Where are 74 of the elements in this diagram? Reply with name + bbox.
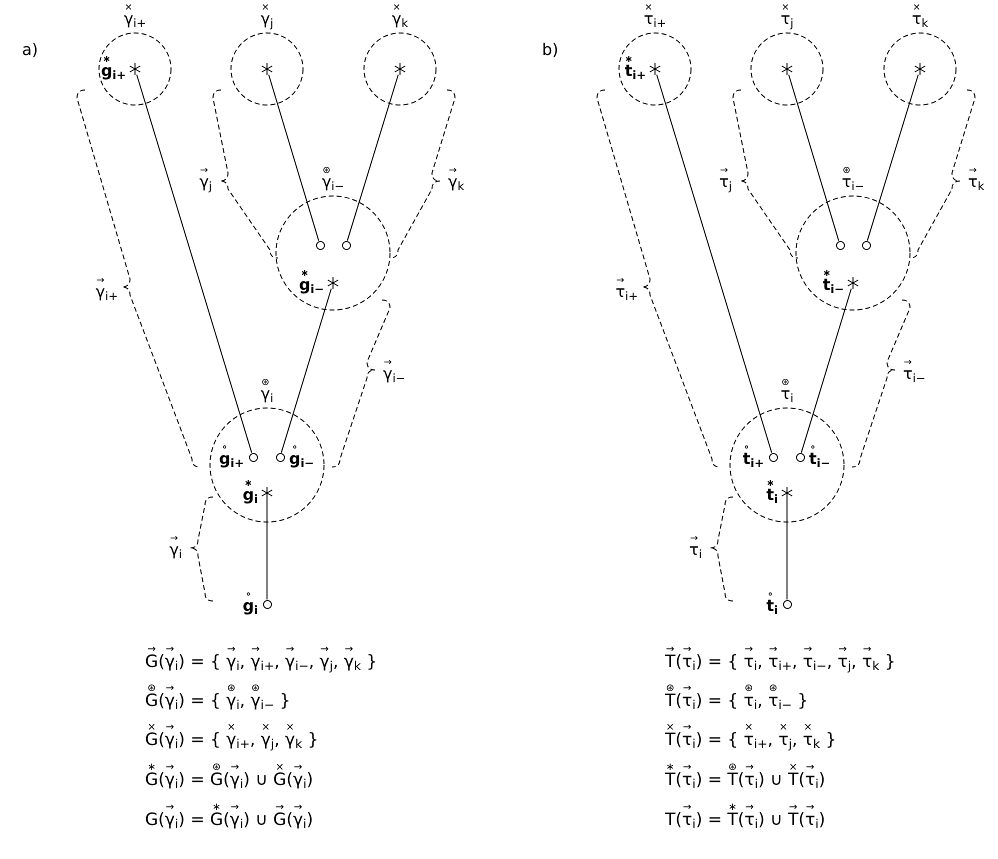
point-label: ∗t$_{i−}$ [822,270,844,296]
connector-line [800,288,852,454]
circle-heading: ×γ$_{i+}$ [124,4,146,30]
point-label: ∘g$_{i−}$ [289,444,314,470]
formula: G(→γ$_{i}$) = ∗G(→γ$_{i}$) ∪ →G(→γ$_{i}$) [145,805,314,831]
circle-heading: ×τ$_{k}$ [912,4,928,30]
formula: T(→τ$_{i}$) = ∗T(→τ$_{i}$) ∪ →T(→τ$_{i}$) [665,805,826,831]
brace-label: →γ$_{i−}$ [383,359,406,385]
point-label: ∗g$_{i−}$ [298,270,324,296]
point-circle [316,240,324,250]
circle-heading: ×γ$_{k}$ [392,4,408,30]
point-circle [248,452,258,462]
connector-line [656,74,772,454]
asterisk-point [129,63,141,75]
brace-label: →γ$_{i+}$ [96,277,118,303]
point-label: ∗t$_{i+}$ [624,56,646,82]
formula: ⊛T(→τ$_{i}$) = { ⊛τ$_{i}$, ⊛τ$_{i−}$ } [665,686,808,712]
point-circle [276,452,284,462]
formula: →G(→γ$_{i}$) = { →γ$_{i}$, →γ$_{i+}$, →γ$_{i−}$, →γ$_{j}$, →γ$_{k}$ } [145,647,378,673]
formula: ×G(→γ$_{i}$) = { ×γ$_{i+}$, ×γ$_{j}$, ×γ$_{k}$ } [145,725,318,751]
point-circle [342,240,350,250]
point-label: ∘t$_{i}$ [766,591,778,617]
circle-heading: ×τ$_{i+}$ [644,4,666,30]
connector-line [866,74,919,242]
point-label: ∘t$_{i−}$ [809,444,830,470]
brace-label: →τ$_{i+}$ [616,277,638,303]
asterisk-point [649,63,661,75]
point-circle [782,600,792,608]
circle-heading: ⊛τ$_{i}$ [780,379,794,405]
panel-label: b) [542,39,558,61]
point-label: ∘g$_{i+}$ [218,444,244,470]
point-circle [768,452,778,462]
circle-heading: ⊛γ$_{i}$ [260,379,274,405]
point-label: ∗g$_{i+}$ [100,56,126,82]
brace-label: →τ$_{j}$ [719,167,732,193]
point-circle [836,240,844,250]
asterisk-point [327,277,339,289]
formula: →T(→τ$_{i}$) = { →τ$_{i}$, →τ$_{i+}$, →τ$_{i−}$, →τ$_{j}$, →τ$_{k}$ } [665,647,896,673]
point-label: ∗t$_{i}$ [766,480,778,506]
circle-heading: ⊛γ$_{i−}$ [322,167,344,193]
asterisk-point [394,63,406,75]
asterisk-point [847,277,859,289]
brace-label: →γ$_{j}$ [199,167,212,193]
circle-heading: ×τ$_{j}$ [780,4,794,30]
point-label: ∘t$_{i+}$ [742,444,764,470]
circle-heading: ×γ$_{j}$ [260,4,274,30]
asterisk-point [914,63,926,75]
connector-line [136,74,252,454]
asterisk-point [781,487,793,499]
point-circle [862,240,870,250]
formula: ⊛G(→γ$_{i}$) = { ⊛γ$_{i}$, ⊛γ$_{i−}$ } [145,686,290,712]
point-label: ∗g$_{i}$ [242,480,258,506]
point-circle [796,452,804,462]
formula: ∗G(→γ$_{i}$) = ⊛G(→γ$_{i}$) ∪ ×G(→γ$_{i}$) [145,765,314,791]
formula: ∗T(→τ$_{i}$) = ⊛T(→τ$_{i}$) ∪ ×T(→τ$_{i}$) [665,765,826,791]
point-circle [262,600,272,608]
brace-label: →τ$_{i}$ [689,535,702,561]
panel-label: a) [22,39,38,61]
connector-line [788,74,840,242]
connector-line [268,74,320,242]
connector-line [786,498,788,600]
connector-line [280,288,332,454]
brace-label: →γ$_{i}$ [169,535,182,561]
asterisk-point [261,63,273,75]
point-label: ∘g$_{i}$ [242,591,258,617]
asterisk-point [781,63,793,75]
brace-label: →τ$_{k}$ [968,167,984,193]
brace-label: →τ$_{i−}$ [903,359,926,385]
circle-heading: ⊛τ$_{i−}$ [842,167,864,193]
connector-line [266,498,268,600]
brace-label: →γ$_{k}$ [448,167,464,193]
asterisk-point [261,487,273,499]
formula: ×T(→τ$_{i}$) = { ×τ$_{i+}$, ×τ$_{j}$, ×τ$_{k}$ } [665,725,836,751]
connector-line [346,74,399,242]
